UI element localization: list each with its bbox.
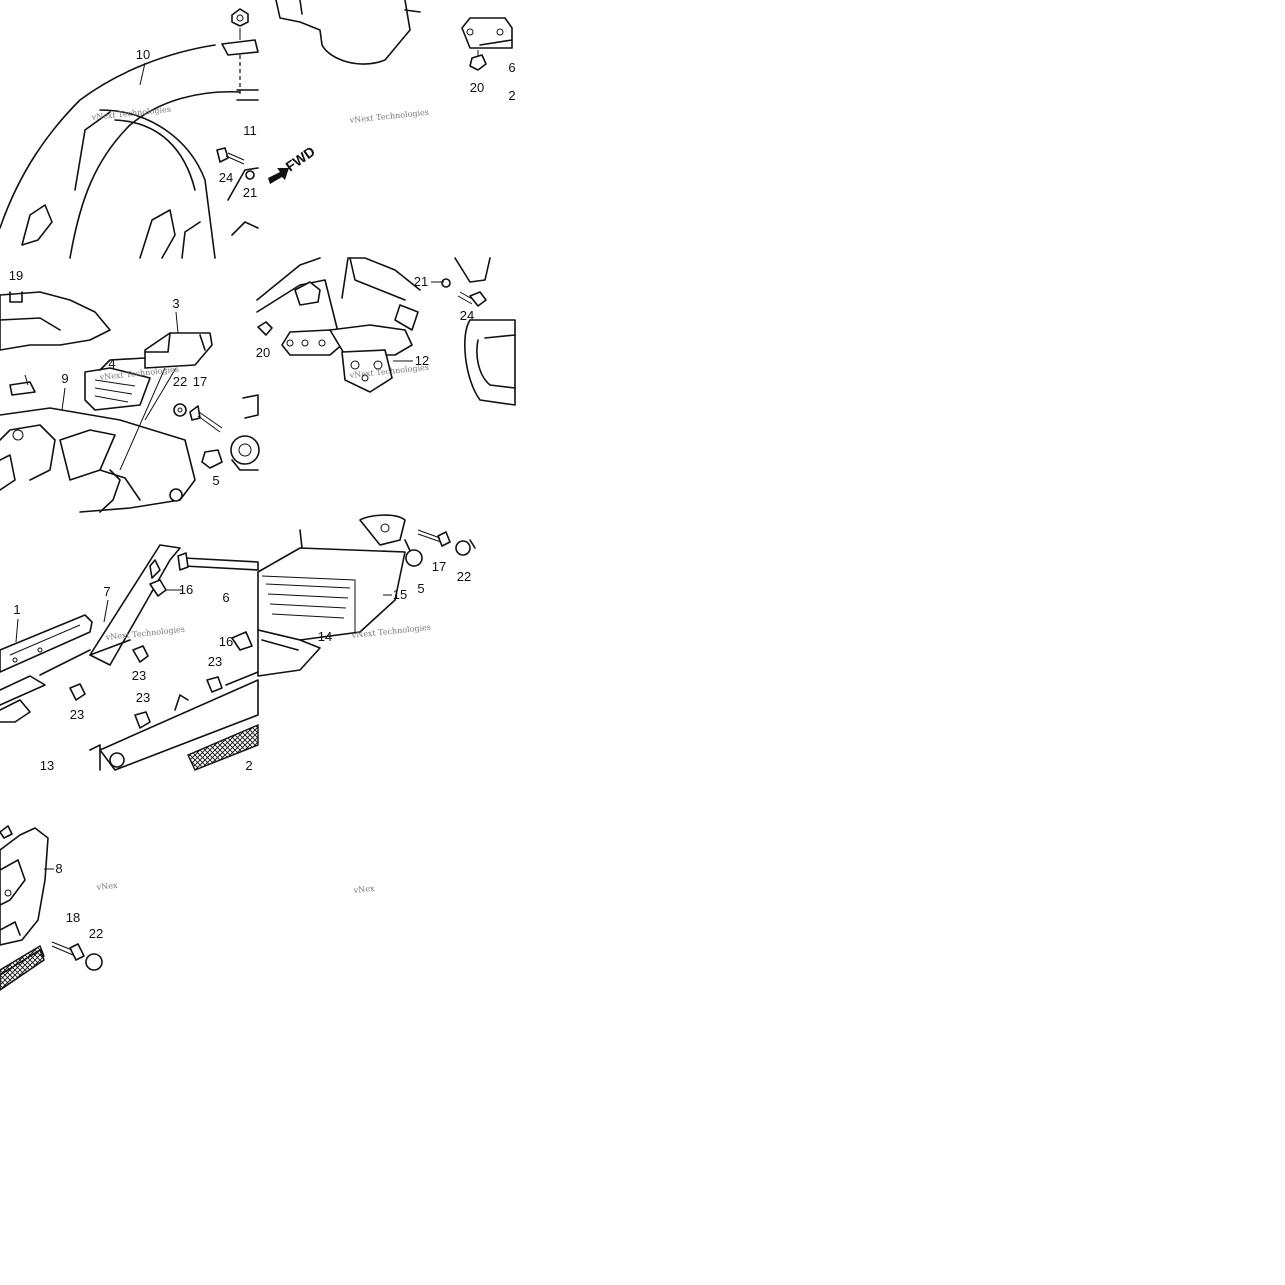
callout-number: 4 (108, 356, 115, 371)
callout-number: 20 (256, 345, 270, 360)
callout-number: 13 (40, 758, 54, 773)
callout-16: 16 (219, 634, 233, 649)
callout-number: 23 (70, 707, 84, 722)
callout-number: 6 (222, 590, 229, 605)
callout-22: 22 (457, 569, 471, 584)
tile-tail-light (257, 514, 476, 677)
callout-3: 3 (172, 296, 180, 334)
callout-number: 12 (415, 353, 429, 368)
callout-8: 8 (44, 861, 63, 876)
callout-number: 22 (457, 569, 471, 584)
callout-1: 1 (13, 602, 21, 643)
callout-17: 17 (432, 559, 446, 574)
callout-22: 22 (173, 374, 187, 389)
callout-number: 3 (172, 296, 179, 311)
callout-number: 10 (136, 47, 150, 62)
callout-leader-line (103, 599, 109, 623)
callout-6: 6 (222, 590, 229, 605)
callout-number: 17 (432, 559, 446, 574)
callout-number: 1 (13, 602, 20, 617)
callout-leader-line (175, 311, 179, 334)
callout-number: 24 (219, 170, 233, 185)
callout-number: 21 (243, 185, 257, 200)
callout-5: 5 (417, 581, 424, 596)
callout-number: 21 (414, 274, 428, 289)
callout-number: 5 (212, 473, 219, 488)
callout-number: 16 (179, 582, 193, 597)
callout-10: 10 (136, 47, 150, 86)
tile-frame-bracket (256, 257, 516, 406)
callout-number: 23 (132, 668, 146, 683)
callout-20: 20 (256, 345, 270, 360)
callout-number: 23 (136, 690, 150, 705)
watermark-text: vNex (95, 881, 118, 892)
callout-17: 17 (193, 374, 207, 389)
callout-23: 23 (132, 668, 146, 683)
callout-leader-line (139, 62, 146, 86)
callout-12: 12 (393, 353, 429, 368)
callout-9: 9 (61, 371, 69, 411)
callout-14: 14 (318, 629, 332, 644)
callout-4: 4 (108, 356, 115, 371)
callout-21: 21 (414, 274, 444, 289)
callout-number: 8 (55, 861, 62, 876)
fwd-direction-label: FWD (283, 143, 318, 174)
callout-leader-line (61, 387, 66, 411)
callout-18: 18 (66, 910, 80, 925)
tile-rear-rails (0, 544, 259, 771)
callout-number: 19 (9, 268, 23, 283)
callout-number: 11 (243, 123, 257, 138)
callout-24: 24 (460, 308, 474, 323)
callout-number: 17 (193, 374, 207, 389)
watermark-layer: vNext Technologies vNext Technologies vNex… (90, 105, 431, 895)
tile-inner-fender (0, 291, 260, 513)
callout-number: 23 (208, 654, 222, 669)
callout-number: 22 (173, 374, 187, 389)
watermark-text: vNext Technologies (348, 108, 429, 125)
callout-number: 15 (393, 587, 407, 602)
tile-rear-fender (0, 8, 259, 259)
watermark-text: vNext Technologies (90, 105, 171, 122)
callout-7: 7 (103, 584, 111, 623)
callout-number: 9 (61, 371, 68, 386)
callout-5: 5 (212, 473, 219, 488)
callout-number: 2 (508, 88, 515, 103)
callout-21: 21 (243, 185, 257, 200)
callout-19: 19 (9, 268, 23, 283)
callout-24: 24 (219, 170, 233, 185)
callout-16: 16 (165, 582, 193, 597)
callout-20: 20 (470, 80, 484, 95)
callout-15: 15 (383, 587, 407, 602)
watermark-text: vNex (352, 884, 375, 895)
callout-number: 14 (318, 629, 332, 644)
callout-number: 22 (89, 926, 103, 941)
callout-2: 2 (508, 88, 515, 103)
callout-23: 23 (70, 707, 84, 722)
callout-number: 20 (470, 80, 484, 95)
callout-number: 2 (245, 758, 252, 773)
callout-leader-line (15, 618, 19, 643)
callout-22: 22 (89, 926, 103, 941)
tile-grab-rail (0, 825, 103, 991)
callout-23: 23 (136, 690, 150, 705)
callout-11: 11 (243, 123, 257, 138)
callout-2: 2 (245, 758, 252, 773)
callout-13: 13 (40, 758, 54, 773)
callout-6: 6 (508, 60, 515, 75)
callout-number: 6 (508, 60, 515, 75)
callout-number: 18 (66, 910, 80, 925)
callout-23: 23 (208, 654, 222, 669)
callout-number: 16 (219, 634, 233, 649)
callout-number: 5 (417, 581, 424, 596)
callout-number: 7 (103, 584, 110, 599)
callout-number: 24 (460, 308, 474, 323)
